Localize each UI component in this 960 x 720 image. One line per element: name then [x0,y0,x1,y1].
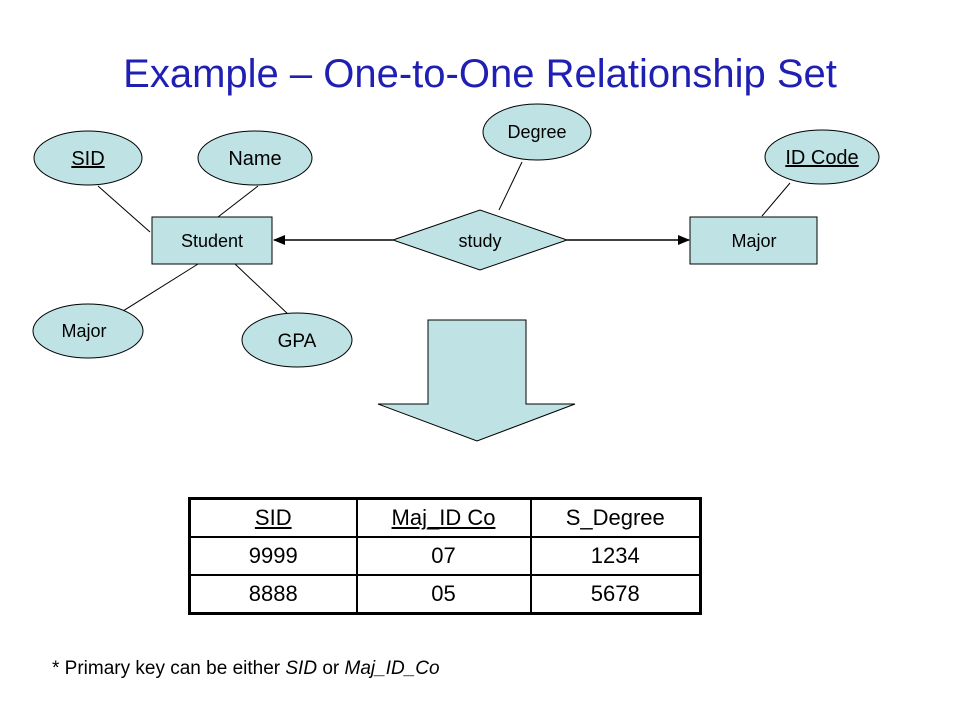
connector-degree-study [498,161,523,211]
attribute-id-code-label: ID Code [785,147,858,169]
connector-gpa-student [234,263,291,317]
attribute-id-code: ID Code [764,129,880,185]
table-row: 9999 07 1234 [188,536,702,576]
connector-major-student [114,263,199,317]
connector-name-student [217,185,259,218]
attribute-degree: Degree [482,103,592,161]
attribute-name-label: Name [228,148,281,170]
connector-idcode-major [761,182,791,217]
relation-table-container: SID Maj_ID Co S_Degree 9999 07 1234 8888… [188,497,702,615]
connector-sid-student [97,185,151,233]
header-maj-id-co-label: Maj_ID Co [391,505,496,530]
table-cell: 05 [355,574,532,615]
header-sid-label: SID [254,505,292,530]
note-middle: or [317,658,345,679]
attribute-degree-label: Degree [507,122,566,142]
header-sid: SID [188,497,358,538]
er-diagram: SID Name Degree ID Code Major GPA Studen… [32,103,880,442]
attribute-sid-label: SID [71,148,104,170]
note-key-maj-id-co: Maj_ID_Co [344,658,440,679]
attribute-major: Major [32,303,144,359]
header-s-degree: S_Degree [529,497,702,538]
attribute-major-label: Major [61,321,106,341]
entity-student-label: Student [181,231,243,251]
primary-key-note: * Primary key can be either SID or Maj_I… [52,658,440,680]
note-prefix: * Primary key can be either [52,658,286,679]
table-cell: 8888 [188,574,358,615]
header-s-degree-label: S_Degree [565,505,665,530]
table-row: 8888 05 5678 [188,574,702,615]
table-cell: 5678 [529,574,702,615]
attribute-gpa: GPA [241,312,353,368]
entity-student: Student [151,216,273,265]
table-cell: 9999 [188,536,358,576]
note-key-sid: SID [285,658,318,679]
attribute-gpa-label: GPA [278,331,317,352]
entity-major-label: Major [731,231,776,251]
table-cell: 1234 [529,536,702,576]
relation-table: SID Maj_ID Co S_Degree 9999 07 1234 8888… [188,497,702,615]
table-cell: 07 [355,536,532,576]
down-arrow-shape [377,319,576,442]
header-maj-id-co: Maj_ID Co [355,497,532,538]
entity-major: Major [689,216,818,265]
table-header-row: SID Maj_ID Co S_Degree [188,497,702,538]
attribute-name: Name [197,130,313,186]
relationship-study: study [391,209,569,271]
attribute-sid: SID [33,130,143,186]
page-title: Example – One-to-One Relationship Set [123,52,837,96]
relationship-study-label: study [458,231,501,251]
